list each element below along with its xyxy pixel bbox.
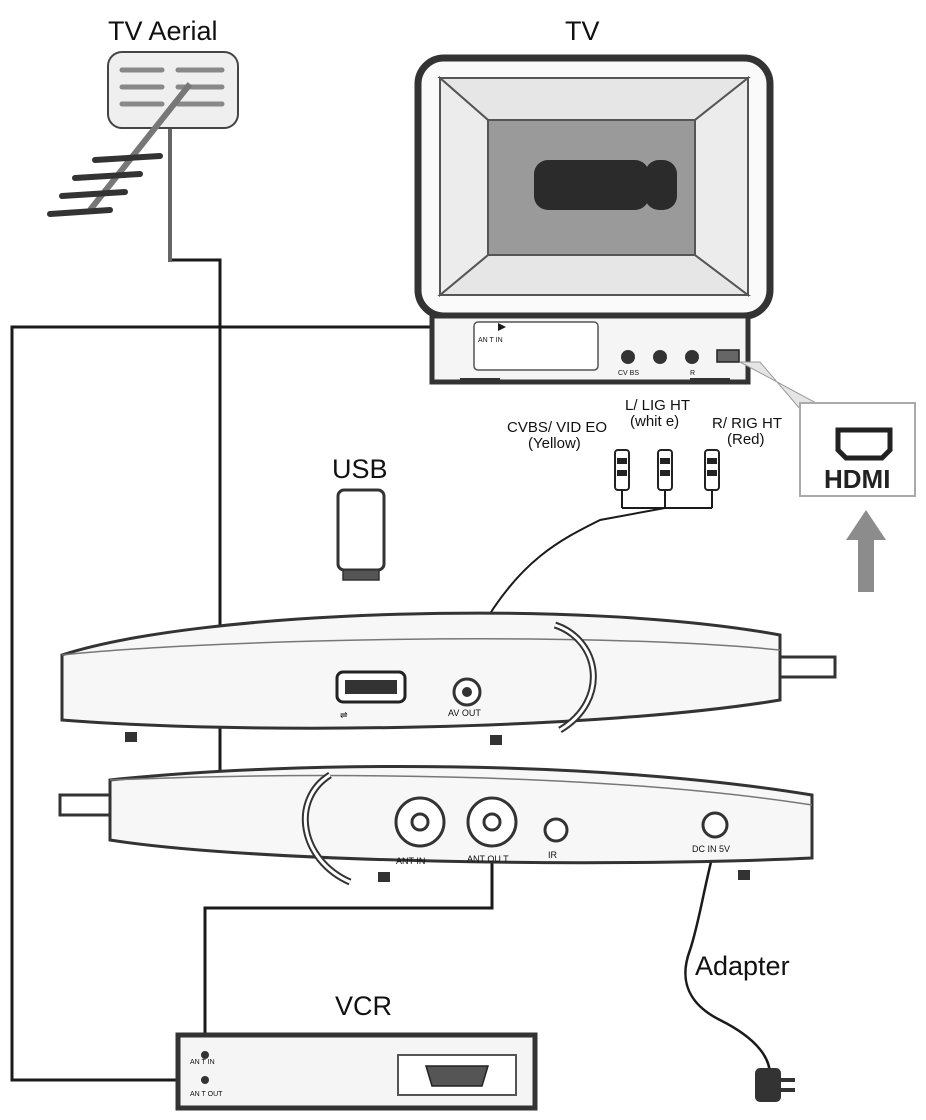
receiver-rear: ANT IN ANT OU T IR DC IN 5V: [58, 765, 814, 886]
tv-aerial-label: TV Aerial: [108, 16, 218, 46]
adapter-cable: [684, 834, 772, 1076]
tv-label: TV: [565, 16, 600, 46]
dc-in-label: DC IN 5V: [692, 844, 730, 854]
cvbs-color-label: (Yellow): [528, 435, 581, 452]
tv-r-jack-label: R: [690, 370, 695, 377]
usb-stick: USB: [332, 454, 388, 581]
rca-plugs: CVBS/ VID EO (Yellow) L/ LIG HT (whit e)…: [507, 397, 782, 491]
right-audio-label: R/ RIG HT: [712, 415, 782, 432]
up-arrow-icon: [846, 510, 886, 592]
ant-out-label: ANT OU T: [467, 854, 509, 864]
vcr-ant-cable: [203, 828, 494, 1055]
hdmi-label: HDMI: [824, 464, 890, 494]
cvbs-label: CVBS/ VID EO: [507, 419, 607, 436]
left-audio-label: L/ LIG HT: [625, 397, 690, 414]
hdmi-connector: HDMI: [739, 361, 916, 592]
hdmi-port-icon: [835, 427, 893, 461]
tv-ant-cable: [10, 325, 500, 1082]
av-out-label: AV OUT: [448, 708, 481, 718]
tv-ant-in-arrow-icon: [498, 323, 506, 331]
vcr: VCR AN T IN AN T OUT: [175, 991, 538, 1111]
tv-aerial: TV Aerial: [47, 16, 239, 217]
vcr-ant-in-label: AN T IN: [190, 1059, 215, 1066]
tv-ant-in-label: AN T IN: [478, 337, 503, 344]
left-audio-color-label: (whit e): [630, 413, 679, 430]
rca-cable: [466, 490, 713, 661]
scart-port-icon: [424, 1065, 490, 1087]
ir-label: IR: [548, 850, 558, 860]
tv-hdmi-port: [716, 349, 740, 363]
vcr-ant-out-label: AN T OUT: [190, 1091, 223, 1098]
receiver-front: ⇌ AV OUT: [60, 611, 837, 745]
tv-cvbs-jack-label: CV BS: [618, 370, 639, 377]
power-adapter: Adapter: [695, 951, 795, 1102]
adapter-label: Adapter: [695, 951, 790, 981]
usb-port-icon: ⇌: [340, 710, 348, 720]
usb-label: USB: [332, 454, 388, 484]
tv: TV AN T IN CV BS R: [414, 16, 774, 385]
right-audio-color-label: (Red): [727, 431, 765, 448]
ant-in-label: ANT IN: [396, 856, 425, 866]
vcr-label: VCR: [335, 991, 392, 1021]
